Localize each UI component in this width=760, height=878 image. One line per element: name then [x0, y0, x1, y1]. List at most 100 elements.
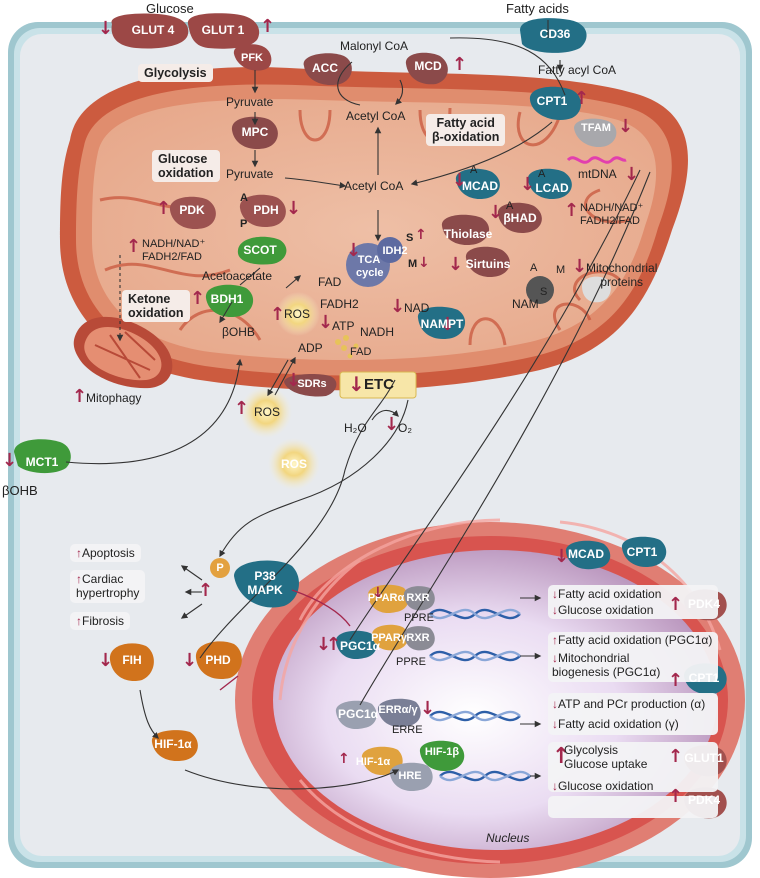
- ros-mito-up-arrow: ↑: [270, 304, 286, 325]
- mcad-nuc-down-arrow: ↓: [554, 546, 570, 567]
- cpt1-nuc-protein-2: CPT1: [688, 671, 720, 685]
- mpc-transporter: MPC: [241, 125, 269, 139]
- acetoacetate-label: Acetoacetate: [202, 269, 273, 283]
- hif1a-cyto-protein: HIF-1α: [154, 737, 192, 751]
- outcome-biogenesis: ↓Mitochondrial biogenesis (PGC1α): [552, 651, 661, 679]
- o2-label: O₂: [398, 421, 412, 435]
- rxr-protein-1: RXR: [406, 592, 430, 604]
- etc-complex[interactable]: ETC: [364, 376, 394, 393]
- acetyl-coa-center-label: Acetyl CoA: [344, 179, 404, 193]
- fatty-acids-label: Fatty acids: [506, 1, 569, 16]
- atp-label: ATP: [332, 319, 355, 333]
- fih-down-arrow: ↓: [98, 650, 114, 671]
- outcome-go-2-text: Glucose oxidation: [558, 779, 654, 793]
- nadh-right-up-arrow: ↑: [564, 200, 580, 221]
- ppre-label-1: PPRE: [404, 612, 434, 624]
- ros-mito-label: ROS: [284, 307, 311, 321]
- bohb-mito-label: βOHB: [222, 325, 255, 339]
- dna-helices: [429, 608, 531, 782]
- cpt1-enzyme: CPT1: [536, 94, 568, 108]
- mito-proteins-label: Mitochondrial proteins: [586, 261, 658, 289]
- nampt-down-arrow: ↓: [440, 314, 456, 335]
- lcad-down-arrow: ↓: [520, 174, 536, 195]
- mito-proteins-down-arrow: ↓: [572, 256, 588, 277]
- pyruvate-cyto-label: Pyruvate: [226, 95, 274, 109]
- pfk-enzyme: PFK: [241, 52, 263, 64]
- mitophagy-label: Mitophagy: [86, 391, 142, 405]
- nampt-enzyme: NAMPT: [420, 317, 464, 331]
- rxr-protein-2: RXR: [406, 632, 430, 644]
- outcome-go-1-text: Glucose oxidation: [558, 603, 654, 617]
- fatty-acyl-coa-label: Fatty acyl CoA: [538, 63, 617, 77]
- fao-title: Fatty acid β-oxidation: [426, 114, 506, 146]
- nucleus-label: Nucleus: [486, 831, 530, 845]
- mct1-down-arrow: ↓: [2, 450, 18, 471]
- hif1a-nuc-protein: HIF-1α: [355, 756, 391, 768]
- outcome-glycolysis: Glycolysis Glucose uptake: [564, 743, 648, 771]
- mitophagy-mitochondrion: [73, 316, 173, 389]
- transporter-shapes: [14, 13, 587, 474]
- sirtuins-a-label: A: [530, 262, 538, 274]
- acetyl-coa-top-label: Acetyl CoA: [346, 109, 406, 123]
- mcad-enzyme: MCAD: [462, 179, 498, 193]
- fibrosis-outcome: ↑Fibrosis: [70, 612, 131, 631]
- phd-down-arrow: ↓: [182, 650, 198, 671]
- pdh-down-arrow: ↓: [286, 198, 302, 219]
- nad-label: NAD: [404, 301, 430, 315]
- outcome-fao-1: ↓Fatty acid oxidation: [552, 587, 662, 601]
- fad-etc-label: FAD: [350, 346, 372, 358]
- tfam-protein: TFAM: [581, 122, 611, 134]
- pyruvate-mito-label: Pyruvate: [226, 167, 274, 181]
- lcad-a-label: A: [538, 168, 546, 180]
- outcome-atp-text: ATP and PCr production (α): [558, 697, 706, 711]
- sirtuins-s-label: S: [540, 286, 548, 298]
- glut1-up-arrow: ↑: [260, 16, 276, 37]
- erra-down-arrow: ↓: [420, 698, 436, 719]
- outcome-atp: ↓ATP and PCr production (α): [552, 697, 706, 711]
- erra-protein: ERRα/γ: [378, 704, 418, 716]
- glucose-label: Glucose: [146, 1, 194, 16]
- pgc1a-down-arrow: ↓: [316, 634, 332, 655]
- mcad-a-label: A: [470, 164, 478, 176]
- nad-down-arrow: ↓: [390, 296, 406, 317]
- idh2-m-down-arrow: ↓: [418, 255, 430, 271]
- pdk4-up-arrow-1: ↑: [668, 594, 684, 615]
- mitophagy-up-arrow: ↑: [72, 386, 88, 407]
- pdk4-protein-1: PDK4: [687, 597, 720, 611]
- pdh-a-label: A: [240, 192, 248, 204]
- outcome-boxes: [548, 585, 718, 818]
- nadh-label: NADH: [360, 325, 395, 339]
- tfam-down-arrow: ↓: [618, 116, 634, 137]
- bhad-enzyme: βHAD: [503, 211, 537, 225]
- hre-label: HRE: [398, 770, 422, 782]
- glucose-oxidation-label: Glucose oxidation: [152, 150, 220, 182]
- ppary-protein: PPARγ: [371, 632, 407, 644]
- mito-protein-shapes: [169, 52, 617, 399]
- nadh-ratio-right: NADH/NAD⁺ FADH2/FAD: [580, 202, 644, 227]
- idh2-enzyme: IDH2: [382, 245, 408, 257]
- pdk4-protein-2: PDK4: [687, 793, 720, 807]
- idh2-s-up-arrow: ↑: [415, 227, 427, 243]
- apoptosis-outcome: ↑Apoptosis: [70, 544, 141, 563]
- outcome-fao-pgc-text: Fatty acid oxidation (PGC1α): [558, 633, 713, 647]
- outcome-biogenesis-text: Mitochondrial biogenesis (PGC1α): [552, 651, 661, 679]
- acc-enzyme: ACC: [312, 61, 338, 75]
- lcad-enzyme: LCAD: [535, 181, 569, 195]
- phd-enzyme: PHD: [205, 653, 231, 667]
- pgc1a-protein-1: PGC1α: [340, 639, 381, 653]
- outcome-fao-gamma: ↓Fatty acid oxidation (γ): [552, 717, 679, 731]
- pdk4-up-arrow-2: ↑: [668, 786, 684, 807]
- idh2-s-label: S: [406, 232, 414, 244]
- ros-cyto-label-1: ROS: [254, 405, 281, 419]
- tca-cycle: TCA cycle: [356, 254, 384, 279]
- pgc1a-up-arrow: ↑: [326, 634, 342, 655]
- pgc1a-protein-2: PGC1α: [338, 707, 379, 721]
- p38-mapk-protein: P38 MAPK: [247, 569, 283, 597]
- ros-glows: [240, 292, 320, 490]
- bhad-down-arrow: ↓: [488, 202, 504, 223]
- mcad-down-arrow: ↓: [452, 170, 468, 191]
- mtdna-strand: [566, 156, 627, 164]
- bohb-extracellular-label: βOHB: [2, 483, 38, 498]
- malonyl-coa-label: Malonyl CoA: [340, 39, 409, 53]
